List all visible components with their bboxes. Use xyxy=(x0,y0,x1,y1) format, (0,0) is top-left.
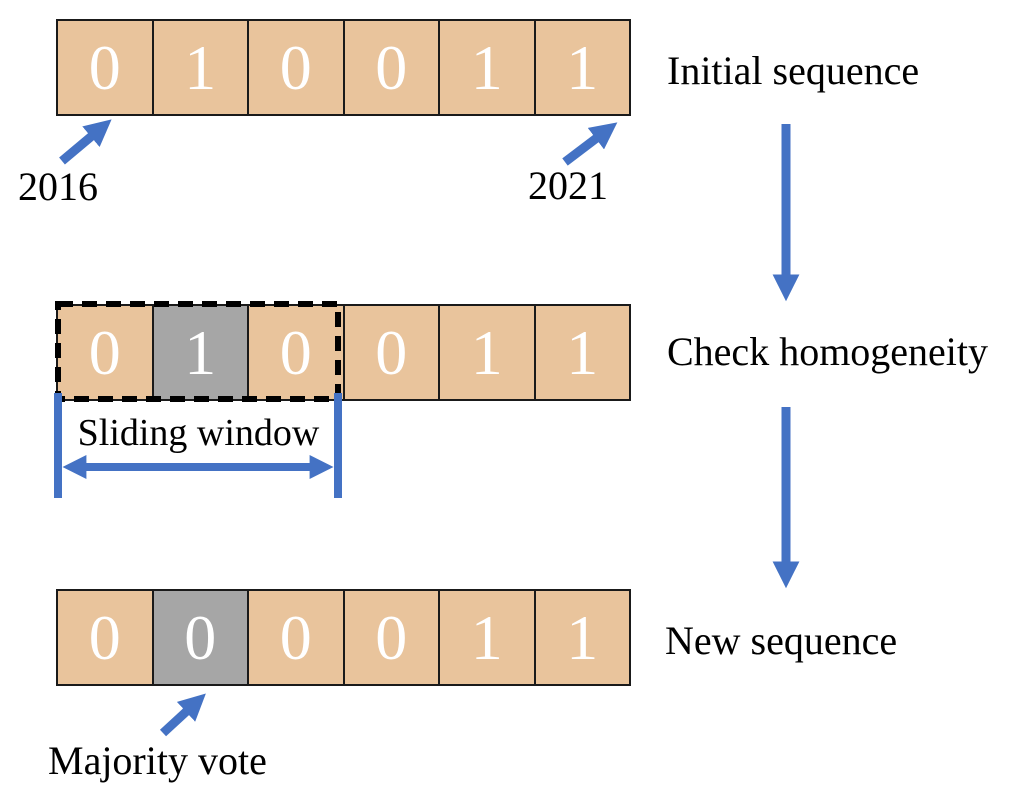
sequence-cell: 1 xyxy=(533,304,631,401)
new-sequence-row: 0 0 0 0 1 1 xyxy=(56,589,631,686)
initial-sequence-row: 0 1 0 0 1 1 xyxy=(56,19,631,116)
sequence-cell: 0 xyxy=(247,304,345,401)
sequence-cell: 0 xyxy=(247,589,345,686)
year-end-label: 2021 xyxy=(528,163,608,208)
sequence-cell: 1 xyxy=(438,589,536,686)
majority-vote-label: Majority vote xyxy=(48,738,267,783)
sliding-window-label: Sliding window xyxy=(77,412,320,454)
sequence-cell: 0 xyxy=(56,589,154,686)
sequence-cell-highlighted: 0 xyxy=(151,589,249,686)
sequence-cell: 1 xyxy=(151,19,249,116)
sequence-cell: 0 xyxy=(247,19,345,116)
initial-sequence-label: Initial sequence xyxy=(667,48,920,93)
year-start-arrow-icon xyxy=(59,119,112,165)
sequence-cell: 0 xyxy=(342,589,440,686)
sequence-cell: 0 xyxy=(56,304,154,401)
new-sequence-label: New sequence xyxy=(665,618,898,663)
sequence-cell: 0 xyxy=(56,19,154,116)
sequence-cell: 0 xyxy=(342,304,440,401)
check-homogeneity-label: Check homogeneity xyxy=(667,329,989,374)
check-sequence-row: 0 1 0 0 1 1 xyxy=(56,304,631,401)
majority-vote-arrow-icon xyxy=(159,693,206,737)
year-end-arrow-icon xyxy=(562,122,618,166)
sequence-cell: 1 xyxy=(438,19,536,116)
sequence-cell: 1 xyxy=(533,19,631,116)
sequence-cell: 0 xyxy=(342,19,440,116)
sequence-cell: 1 xyxy=(533,589,631,686)
sequence-cell-highlighted: 1 xyxy=(151,304,249,401)
sequence-cell: 1 xyxy=(438,304,536,401)
year-start-label: 2016 xyxy=(18,164,98,209)
